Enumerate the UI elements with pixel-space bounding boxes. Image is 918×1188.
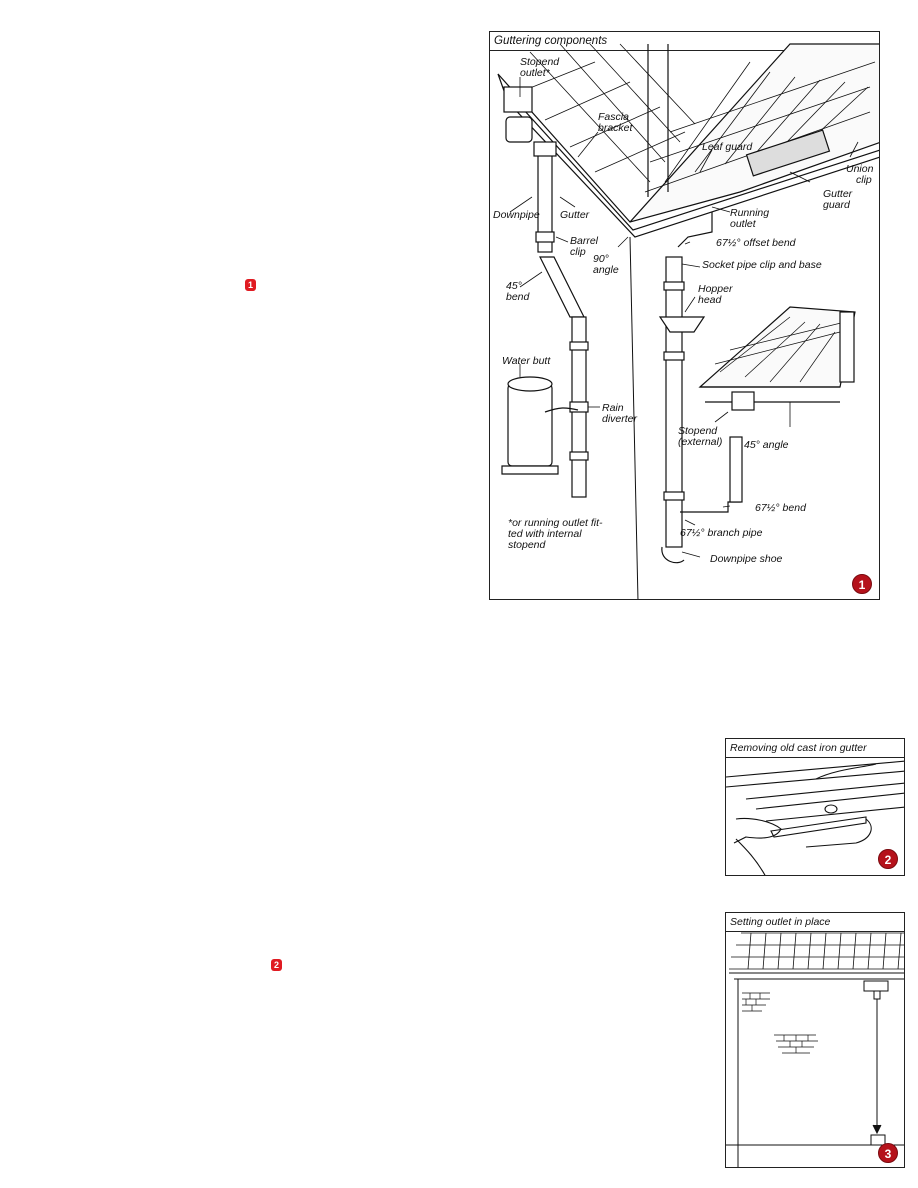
reference-marker-2: 2 (271, 959, 282, 971)
setting-outlet-drawing (726, 932, 904, 1167)
label-union-clip-2: clip (856, 174, 872, 186)
removing-gutter-drawing (726, 760, 904, 875)
small-roof (698, 306, 856, 411)
label-socket-pipe-clip: Socket pipe clip and base (702, 259, 822, 271)
label-union-clip: Union (846, 163, 874, 175)
label-downpipe: Downpipe (493, 209, 540, 221)
label-stopend-outlet: Stopend (520, 56, 560, 68)
water-butt (501, 376, 579, 475)
label-fascia-bracket: Fascia (598, 111, 629, 123)
guttering-diagram: Stopend outlet* Fascia bracket Leaf guar… (493, 43, 879, 599)
roof-tiles (729, 932, 904, 970)
label-downpipe-shoe: Downpipe shoe (710, 553, 783, 565)
label-running-outlet: Running (730, 207, 769, 219)
main-roof (497, 43, 879, 223)
label-45-bend: 45° (506, 280, 522, 292)
brick-pattern (742, 992, 818, 1054)
hand (733, 817, 782, 844)
setting-outlet-panel: Setting outlet in place 3 (725, 912, 905, 1168)
roof-eave (497, 73, 879, 238)
label-branch-pipe: 67½° branch pipe (680, 527, 763, 539)
label-hopper-head: Hopper (698, 283, 733, 295)
figure-marker-1: 1 (852, 574, 872, 594)
outlet (863, 980, 889, 992)
label-hopper-head-2: head (698, 294, 723, 306)
guttering-components-panel: Guttering components (489, 31, 880, 600)
label-rain-diverter: Rain (602, 402, 624, 414)
label-offset-bend: 67½° offset bend (716, 237, 797, 249)
label-90-angle-2: angle (593, 264, 619, 276)
label-barrel-clip: Barrel (570, 235, 599, 247)
label-gutter-guard: Gutter (823, 188, 853, 200)
figure-marker-2: 2 (878, 849, 898, 869)
footnote-line-3: stopend (508, 539, 547, 551)
label-gutter-guard-2: guard (823, 199, 851, 211)
footnote-line-2: ted with internal (508, 528, 582, 540)
label-stopend-outlet-2: outlet* (520, 67, 551, 79)
label-45-angle: 45° angle (744, 439, 789, 451)
label-stopend-external: Stopend (678, 425, 718, 437)
label-leaf-guard: Leaf guard (702, 141, 753, 153)
footnote-line-1: *or running outlet fit- (508, 517, 603, 529)
removing-gutter-panel: Removing old cast iron gutter 2 (725, 738, 905, 876)
label-90-angle: 90° (593, 253, 609, 265)
label-barrel-clip-2: clip (570, 246, 586, 258)
label-rain-diverter-2: diverter (602, 413, 638, 425)
leaf-guard-mesh (745, 129, 831, 177)
label-running-outlet-2: outlet (730, 218, 757, 230)
label-fascia-bracket-2: bracket (598, 122, 634, 134)
reference-marker-1: 1 (245, 279, 256, 291)
panel-title: Guttering components (490, 32, 879, 51)
label-45-bend-2: bend (506, 291, 531, 303)
hacksaw (770, 816, 867, 838)
label-gutter: Gutter (560, 209, 590, 221)
left-downpipe (533, 141, 589, 498)
gutter-edge (726, 760, 904, 800)
right-downpipe (658, 212, 743, 564)
panel-title: Removing old cast iron gutter (726, 739, 904, 758)
label-stopend-external-2: (external) (678, 436, 722, 448)
label-water-butt: Water butt (502, 355, 551, 367)
figure-marker-3: 3 (878, 1143, 898, 1163)
label-675-bend: 67½° bend (755, 502, 807, 514)
panel-title: Setting outlet in place (726, 913, 904, 932)
